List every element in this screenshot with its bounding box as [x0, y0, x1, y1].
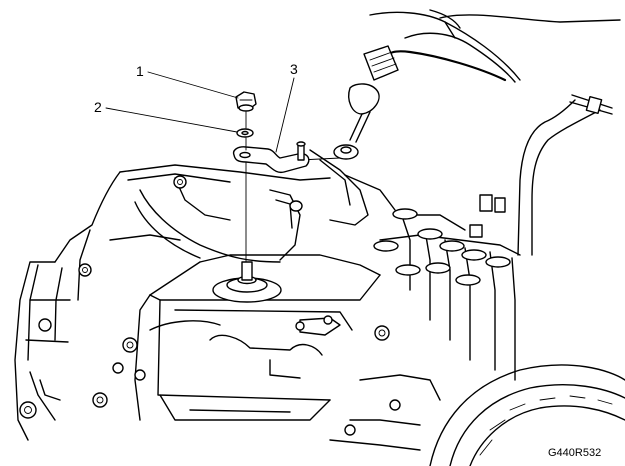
fuel-line-right	[517, 94, 613, 256]
figure-code: G440R532	[548, 447, 601, 459]
valve-body-fins	[373, 194, 521, 381]
callout-3-label: 3	[290, 61, 298, 77]
torque-converter-housing	[329, 364, 625, 466]
shift-lever	[232, 141, 310, 174]
callout-2: 2	[94, 99, 238, 133]
shift-cable	[299, 45, 507, 161]
callout-3: 3	[275, 61, 298, 153]
callout-1: 1	[136, 63, 239, 99]
upper-right-hose-assembly	[369, 9, 621, 83]
washer	[236, 128, 254, 138]
callout-2-label: 2	[94, 99, 102, 115]
hex-nut	[235, 91, 257, 112]
callout-1-label: 1	[136, 63, 144, 79]
transmission-housing	[14, 149, 396, 441]
